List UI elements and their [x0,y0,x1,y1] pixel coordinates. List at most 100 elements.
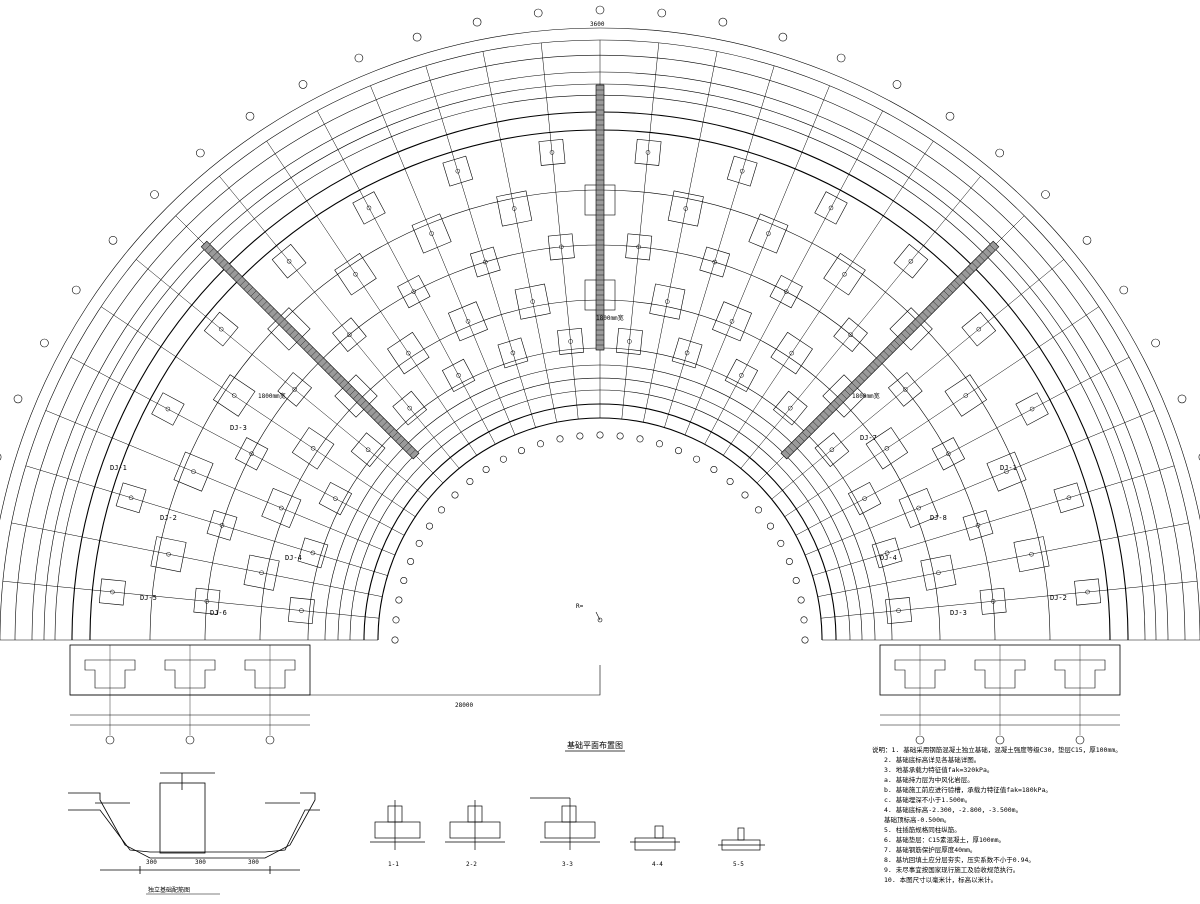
column-mark [665,299,670,304]
wall-hatch [901,332,908,339]
wall-hatch [826,407,833,414]
footing-label: DJ-5 [140,594,157,602]
wall-hatch [342,382,349,389]
radial-grid-line [784,306,1100,517]
axis-bubble [245,111,255,121]
wall-hatch [247,287,253,293]
footing-pad [387,331,430,375]
footing-pad [392,390,428,426]
axis-bubble [150,190,159,199]
column-mark [739,373,744,378]
footing-outline [203,311,239,347]
section-caption-5: 5-5 [733,861,744,868]
footing-outline [287,597,315,625]
footing-pad [671,337,703,369]
wall-hatch [985,248,992,255]
footing-pad [206,509,238,541]
footing-outline [667,190,704,227]
axis-bubble [298,80,308,89]
radial-grid-line [820,580,1198,619]
wall-hatch [282,322,289,329]
axis-bubble [185,735,195,745]
footing-pad [833,317,868,353]
footing-outline [944,374,988,417]
wall-hatch [204,244,211,251]
footing-pad [193,587,221,615]
wall-hatch [908,325,915,332]
axis-bubble [801,636,809,644]
footing-outline [514,283,551,320]
column-mark [483,259,488,265]
column-mark [456,373,461,378]
column-mark [429,231,434,236]
wall-hatch [862,371,869,378]
general-notes: 说明：1. 基础采用钢筋混凝土独立基础，混凝土强度等级C30，垫层C15，厚10… [872,745,1122,884]
radial-grid-line [482,51,557,423]
footing-pad [271,243,307,279]
wall-hatch [208,248,215,255]
axis-bubble [108,236,118,245]
hatched-wall-center [595,84,605,351]
wing-footing [1054,659,1106,689]
column-mark [1004,469,1009,474]
footing-outline [712,301,752,342]
axis-bubbles [0,5,1200,644]
column-mark [411,289,417,294]
section-caption-4: 4-4 [652,861,663,868]
wall-hatch [201,241,207,247]
footing-outline [814,432,850,468]
wall-hatch [232,272,239,279]
wall-hatch [317,357,324,364]
footing-detail-main [68,772,320,874]
column-mark [916,505,921,511]
column-mark [406,350,411,356]
footing-outline [387,331,430,375]
column-mark [465,319,471,324]
wall-hatch [215,255,222,262]
wall-hatch [271,311,278,318]
footing-outline [411,213,452,254]
column-mark [963,393,969,398]
wall-hatch [939,294,946,301]
axis-bubble [13,394,23,404]
wall-hatch [819,414,826,421]
footing-pad [234,437,269,471]
radius-label: R= [576,603,584,610]
footing-pad [243,554,280,591]
footing-label: DJ-1 [1000,464,1017,472]
note-line: 3. 地基承载力特征值fak=320kPa。 [884,765,993,774]
radial-grid-line [70,356,405,536]
wall-hatch [360,400,367,407]
footing-pad [986,451,1027,492]
wall-hatch [292,332,299,339]
column-mark [292,387,297,392]
wall-hatch [947,287,953,293]
radial-grid-line [704,110,884,445]
axis-bubble [718,17,728,27]
column-mark [1066,495,1072,501]
wall-hatch [943,290,950,297]
footing-outline [151,392,185,426]
axis-bubble [1177,394,1187,404]
footing-outline [699,246,731,278]
wall-hatch [809,424,816,431]
column-mark [204,599,210,604]
footing-pad [151,392,185,426]
footing-pad [1013,536,1050,573]
footing-pad [350,432,386,468]
axis-bubble [726,477,734,485]
wall-hatch [278,318,285,325]
wall-hatch [932,301,939,308]
footing-outline [724,358,759,393]
footing-outline [115,482,147,514]
footing-pad [871,537,903,569]
axis-bubble [425,522,433,530]
wall-hatch [879,354,886,361]
wall-hatch [409,449,416,456]
footing-outline [865,427,909,470]
footing-label: DJ-3 [230,424,247,432]
radial-grid-line [621,42,660,420]
footing-outline [206,509,238,541]
wall-hatch [848,385,855,392]
footing-pad [634,138,662,166]
